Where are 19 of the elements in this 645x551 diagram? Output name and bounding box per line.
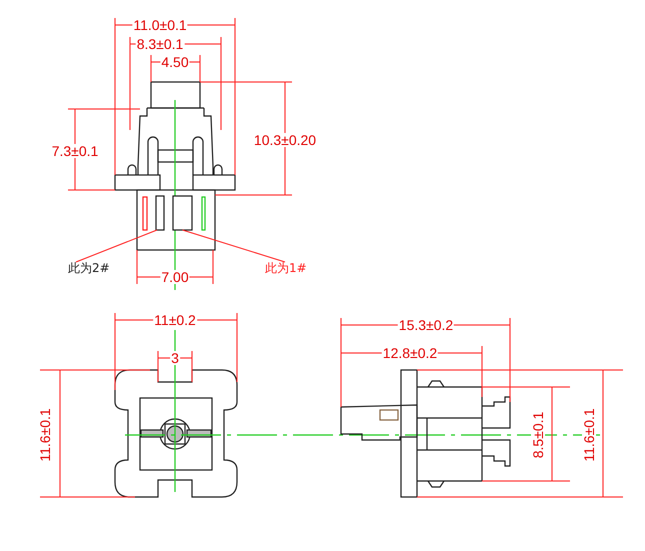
dimension-text: 7.00 xyxy=(160,270,190,284)
leader-line xyxy=(76,230,158,262)
dimension-text: 7.3±0.1 xyxy=(50,144,100,158)
callout-text: 此为2# xyxy=(68,262,110,274)
dimension-text: 4.50 xyxy=(160,55,190,69)
dimension-text: 12.8±0.2 xyxy=(382,346,438,360)
pin-slot xyxy=(172,195,193,231)
callout-text: 此为1# xyxy=(265,262,307,274)
dimension-text: 11.0±0.1 xyxy=(132,18,188,32)
pin-slot xyxy=(155,195,165,231)
dimension-text: 8.5±0.1 xyxy=(531,410,545,460)
dimension-text: 15.3±0.2 xyxy=(398,318,454,332)
dimension-text: 11±0.2 xyxy=(153,313,197,327)
dimension-text: 11.6±0.1 xyxy=(582,407,596,463)
dimension-text: 3 xyxy=(170,351,180,365)
dimension-text: 11.6±0.1 xyxy=(38,407,52,463)
dimension-text: 10.3±0.20 xyxy=(252,133,318,147)
dimension-text: 8.3±0.1 xyxy=(136,37,184,51)
leader-line xyxy=(182,230,286,262)
